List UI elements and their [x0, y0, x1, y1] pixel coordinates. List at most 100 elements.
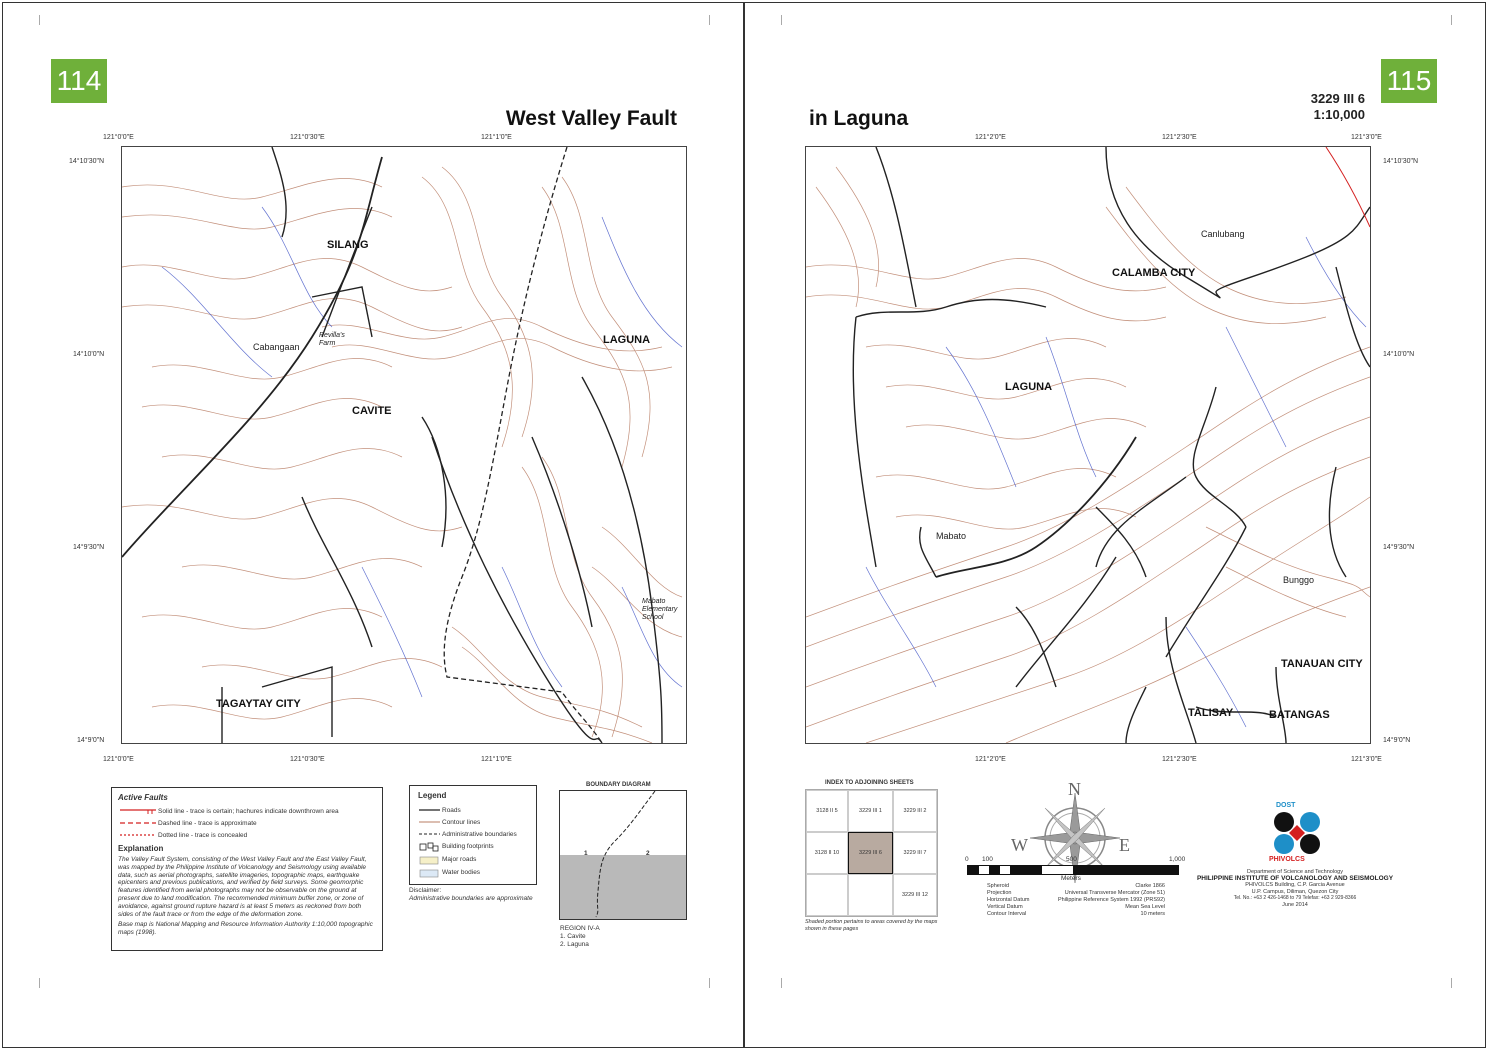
- contour-lines: [122, 166, 683, 743]
- scale-bar: [967, 865, 1179, 875]
- legend-item: Contour lines: [418, 816, 528, 828]
- fault-solid-symbol: [120, 809, 156, 814]
- projection-value: Universal Transverse Mercator (Zone 51): [1064, 890, 1165, 896]
- agency-block: Department of Science and Technology PHI…: [1185, 869, 1405, 908]
- agency-address: U.P. Campus, Diliman, Quezon City: [1251, 888, 1339, 895]
- contour-symbol: [419, 821, 440, 823]
- projection-key: Contour Interval: [987, 911, 1027, 917]
- building-symbol: [419, 842, 439, 851]
- coord-top-2: 121°0'30"E: [290, 134, 325, 141]
- place-laguna: LAGUNA: [1005, 381, 1053, 393]
- boundary-symbol: [419, 833, 440, 835]
- place-canlubang: Canlubang: [1201, 229, 1245, 239]
- boundary-svg: [595, 791, 656, 918]
- legend-admin: Administrative boundaries: [442, 830, 517, 838]
- legend-major-roads: Major roads: [442, 856, 477, 863]
- legend-panel: Legend Roads Contour lines Administrativ…: [409, 785, 537, 885]
- sheet-number: 3229 III 6: [1310, 91, 1365, 106]
- roads: [852, 147, 1370, 743]
- coord-top-3: 121°1'0"E: [481, 134, 512, 141]
- place-revillas-farm: Farm: [319, 340, 336, 347]
- place-bunggo: Bunggo: [1283, 575, 1315, 585]
- coord-top-1: 121°2'0"E: [975, 134, 1006, 141]
- projection-value: Mean Sea Level: [1125, 904, 1165, 910]
- legend-buildings: Building footprints: [442, 843, 494, 850]
- crop-mark: [781, 978, 782, 988]
- roads: [122, 147, 663, 743]
- page-number: 114: [51, 59, 107, 103]
- index-cell[interactable]: 3229 III 12: [893, 874, 937, 916]
- index-cell[interactable]: 3229 III 7: [893, 832, 937, 874]
- place-revillas: Revilla's: [319, 332, 345, 339]
- major-road-symbol: [419, 856, 439, 864]
- index-note: Shaded portion pertains to areas covered…: [805, 919, 938, 932]
- index-cell-current[interactable]: 3229 III 6: [848, 832, 893, 874]
- fault-dotted-label: Dotted line - trace is concealed: [158, 831, 248, 839]
- index-cell[interactable]: 3229 III 2: [893, 790, 937, 832]
- crop-mark: [781, 15, 782, 25]
- fault-dotted-symbol: [120, 834, 156, 836]
- legend-water: Water bodies: [442, 869, 481, 876]
- agency-date: June 2014: [1282, 901, 1308, 908]
- projection-value: Philippine Reference System 1992 (PRS92): [1057, 897, 1165, 903]
- compass-e: E: [1119, 835, 1130, 855]
- right-page: 115 in Laguna 3229 III 6 1:10,000 121°2'…: [744, 2, 1486, 1048]
- index-cell[interactable]: [806, 874, 848, 916]
- crop-mark: [1451, 978, 1452, 988]
- boundary-label-1: 1: [584, 850, 588, 857]
- admin-boundary: [443, 147, 603, 743]
- active-faults-heading: Active Faults: [118, 793, 168, 802]
- projection-key: Projection: [987, 890, 1012, 896]
- place-mabato: Mabato: [936, 531, 967, 541]
- scale-tick-1000: 1,000: [1169, 856, 1186, 863]
- place-talisay: TALISAY: [1188, 707, 1234, 719]
- legend-item: Roads: [418, 804, 528, 816]
- laguna-area: [560, 855, 686, 919]
- coord-left-1: 14°10'30"N: [69, 158, 105, 165]
- page-title: West Valley Fault: [505, 107, 677, 130]
- coord-bottom-2: 121°2'30"E: [1162, 756, 1197, 763]
- fault-legend-item: Dashed line - trace is approximate: [118, 819, 376, 827]
- explanation-text: The Valley Fault System, consisting of t…: [118, 856, 367, 918]
- index-cell[interactable]: 3128 II 10: [806, 832, 848, 874]
- index-cell[interactable]: [848, 874, 893, 916]
- index-cell[interactable]: 3229 III 1: [848, 790, 893, 832]
- map-scale: 1:10,000: [1313, 107, 1365, 122]
- coord-bottom-2: 121°0'30"E: [290, 756, 325, 763]
- scale-unit: Meters: [1061, 875, 1081, 882]
- place-batangas: BATANGAS: [1269, 709, 1330, 721]
- fault-legend-item: Dotted line - trace is concealed: [118, 831, 376, 839]
- legend-item: Building footprints: [418, 840, 528, 853]
- scale-tick-100: 100: [982, 856, 993, 863]
- agency-name: PHILIPPINE INSTITUTE OF VOLCANOLOGY AND …: [1196, 874, 1394, 882]
- index-cell[interactable]: 3128 II 5: [806, 790, 848, 832]
- place-mabato-school: School: [642, 614, 664, 621]
- crop-mark: [39, 15, 40, 25]
- base-map-note: Base map is National Mapping and Resourc…: [118, 921, 373, 937]
- compass-w: W: [1011, 835, 1028, 855]
- legend-heading: Legend: [418, 791, 447, 800]
- agency-tel: Tel. No.: +63 2 426-1468 to 79 Telefax: …: [1233, 895, 1357, 901]
- projection-value: 10 meters: [1140, 911, 1165, 917]
- region-label: REGION IV-A: [560, 925, 600, 932]
- legend-contours: Contour lines: [442, 818, 481, 826]
- water-symbol: [419, 869, 439, 877]
- index-heading: INDEX TO ADJOINING SHEETS: [825, 780, 914, 786]
- map-west[interactable]: SILANG CAVITE LAGUNA TAGAYTAY CITY Caban…: [121, 146, 687, 744]
- map-east[interactable]: CALAMBA CITY Canlubang LAGUNA Mabato Bun…: [805, 146, 1371, 744]
- place-cavite: CAVITE: [352, 405, 392, 417]
- legend-item: Administrative boundaries: [418, 828, 528, 840]
- fault-legend-item: Solid line - trace is certain; hachures …: [118, 807, 376, 815]
- region-item-2: 2. Laguna: [560, 941, 589, 948]
- coord-right-1: 14°10'30"N: [1383, 158, 1419, 165]
- coord-bottom-1: 121°2'0"E: [975, 756, 1006, 763]
- crop-mark: [1451, 15, 1452, 25]
- coord-bottom-1: 121°0'0"E: [103, 756, 134, 763]
- projection-row: Contour Interval 10 meters: [987, 911, 1165, 918]
- phivolcs-logo-icon: [1274, 812, 1320, 854]
- page-number: 115: [1381, 59, 1437, 103]
- fault-dashed-symbol: [120, 822, 156, 824]
- map-west-svg: [122, 147, 683, 743]
- index-grid: 3128 II 5 3229 III 1 3229 III 2 3128 II …: [805, 789, 938, 917]
